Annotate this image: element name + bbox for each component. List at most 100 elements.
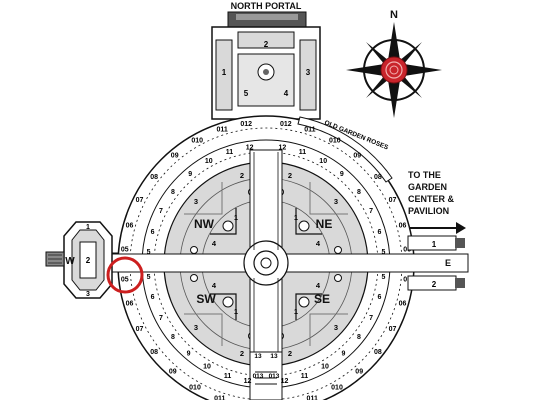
inner-ring-label: 8 [171, 334, 175, 341]
quadrant-bed-label: 4 [316, 281, 321, 290]
south-path-label: 13 [270, 353, 278, 360]
quadrant-bed-label: 2 [288, 349, 292, 358]
south-path-label: 013 [269, 373, 280, 380]
outer-ring-label: 07 [136, 326, 144, 333]
bed-portal-top [237, 31, 295, 49]
outer-ring-label: 08 [150, 349, 158, 356]
outer-ring-label: 010 [329, 137, 341, 144]
direction-arrow-head [456, 222, 466, 234]
direction-line-1: TO THE [408, 170, 441, 180]
portal-bed-label-2: 2 [264, 40, 269, 49]
inner-ring-label: 12 [281, 378, 289, 385]
outer-ring-label: 07 [389, 197, 397, 204]
direction-line-4: PAVILION [408, 206, 449, 216]
quadrant-wall [309, 313, 348, 346]
quadrant-bed-label: 3 [334, 197, 338, 206]
west-letter: W [65, 256, 75, 267]
inner-ring-label: 7 [159, 208, 163, 215]
east-letter: E [445, 258, 451, 268]
inner-ring-label: 6 [151, 229, 155, 236]
quadrant-bed-label: 4 [212, 239, 217, 248]
planter [298, 296, 310, 308]
portal-bed-label-1: 1 [222, 68, 227, 77]
quadrant-bed-label: 4 [212, 281, 217, 290]
outer-ring-label: 011 [307, 396, 318, 400]
quadrant-wall [210, 293, 237, 320]
inner-ring-label: 11 [226, 149, 234, 156]
south-entrance[interactable] [249, 351, 283, 401]
inner-ring-label: 11 [301, 373, 309, 380]
planter [298, 220, 310, 232]
direction-note: TO THE GARDEN CENTER & PAVILION [408, 170, 466, 234]
west-pavilion-bed-2 [79, 241, 97, 279]
highlight-circle[interactable] [106, 256, 144, 294]
planter [222, 220, 234, 232]
inner-ring-label: 7 [159, 315, 163, 322]
quadrant-label-sw: SW [196, 292, 216, 306]
outer-ring-label: 07 [136, 197, 144, 204]
inner-ring-label: 11 [224, 373, 232, 380]
quadrant-wall [184, 313, 223, 346]
outer-ring-label: 010 [189, 384, 201, 391]
inner-ring-label: 6 [377, 294, 381, 301]
inner-ring-label: 8 [357, 189, 361, 196]
south-path-label: 13 [254, 353, 262, 360]
outer-ring-label: 06 [126, 222, 134, 229]
planter [190, 246, 198, 254]
outer-ring-label: 06 [126, 301, 134, 308]
quadrant-bed-label: 4 [316, 239, 321, 248]
old-garden-roses-bed [297, 116, 393, 183]
planter [334, 274, 342, 282]
north-portal[interactable]: NORTH PORTAL 1 2 3 5 4 [211, 1, 321, 126]
south-path-label: 013 [253, 373, 264, 380]
quadrant-bed-label: 3 [194, 197, 198, 206]
inner-ring-label: 5 [381, 249, 385, 256]
planter [222, 296, 234, 308]
outer-ring-label: 08 [374, 349, 382, 356]
planter [334, 246, 342, 254]
west-bed-label-1: 1 [86, 224, 90, 231]
inner-ring-label: 9 [188, 171, 192, 178]
compass-rose: N [346, 9, 442, 118]
inner-ring-label: 12 [246, 145, 254, 152]
east-bed-label-1: 1 [432, 240, 437, 249]
inner-ring-label: 7 [369, 315, 373, 322]
quadrant-wall [295, 208, 322, 235]
compass-rose-icon [380, 56, 408, 84]
inner-ring-label: 7 [369, 208, 373, 215]
quadrant-bed-label: 3 [194, 323, 198, 332]
quadrant-label-nw: NW [194, 217, 215, 231]
quadrant-wall [210, 208, 237, 235]
quadrant-label-ne: NE [316, 217, 333, 231]
outer-ring-label: 05 [403, 276, 411, 283]
inner-ring-label: 8 [357, 334, 361, 341]
inner-ring-label: 10 [321, 364, 329, 371]
outer-ring-label: 08 [150, 174, 158, 181]
outer-ring-label: 07 [389, 326, 397, 333]
inner-ring-label: 6 [151, 294, 155, 301]
quadrant-wall [309, 182, 348, 215]
quadrant-bed-label: 1 [234, 307, 238, 316]
quadrant-label-se: SE [314, 292, 330, 306]
inner-ring-label: 11 [299, 149, 307, 156]
inner-ring-label: 5 [381, 274, 385, 281]
quadrant-bed-label: 2 [288, 171, 292, 180]
east-path-beds[interactable]: 1 2 E [407, 235, 465, 291]
direction-line-3: CENTER & [408, 194, 455, 204]
quadrant-wall [295, 293, 322, 320]
quadrant-bed-label: 1 [294, 307, 298, 316]
quadrant-bed-label: 1 [294, 213, 298, 222]
inner-ring-label: 10 [319, 158, 327, 165]
quadrant-bed-label: 3 [334, 323, 338, 332]
inner-ring-label: 8 [171, 189, 175, 196]
quadrant-bed-label: 1 [234, 213, 238, 222]
inner-ring-label: 10 [205, 158, 213, 165]
portal-bed-label-3: 3 [306, 68, 311, 77]
inner-ring-label: 9 [340, 171, 344, 178]
outer-ring-label: 011 [216, 126, 227, 133]
outer-ring-label: 06 [399, 301, 407, 308]
outer-ring-label: 05 [121, 276, 129, 283]
west-pavilion[interactable]: W 1 2 3 [45, 221, 113, 299]
compass-north-arrow [388, 22, 400, 60]
